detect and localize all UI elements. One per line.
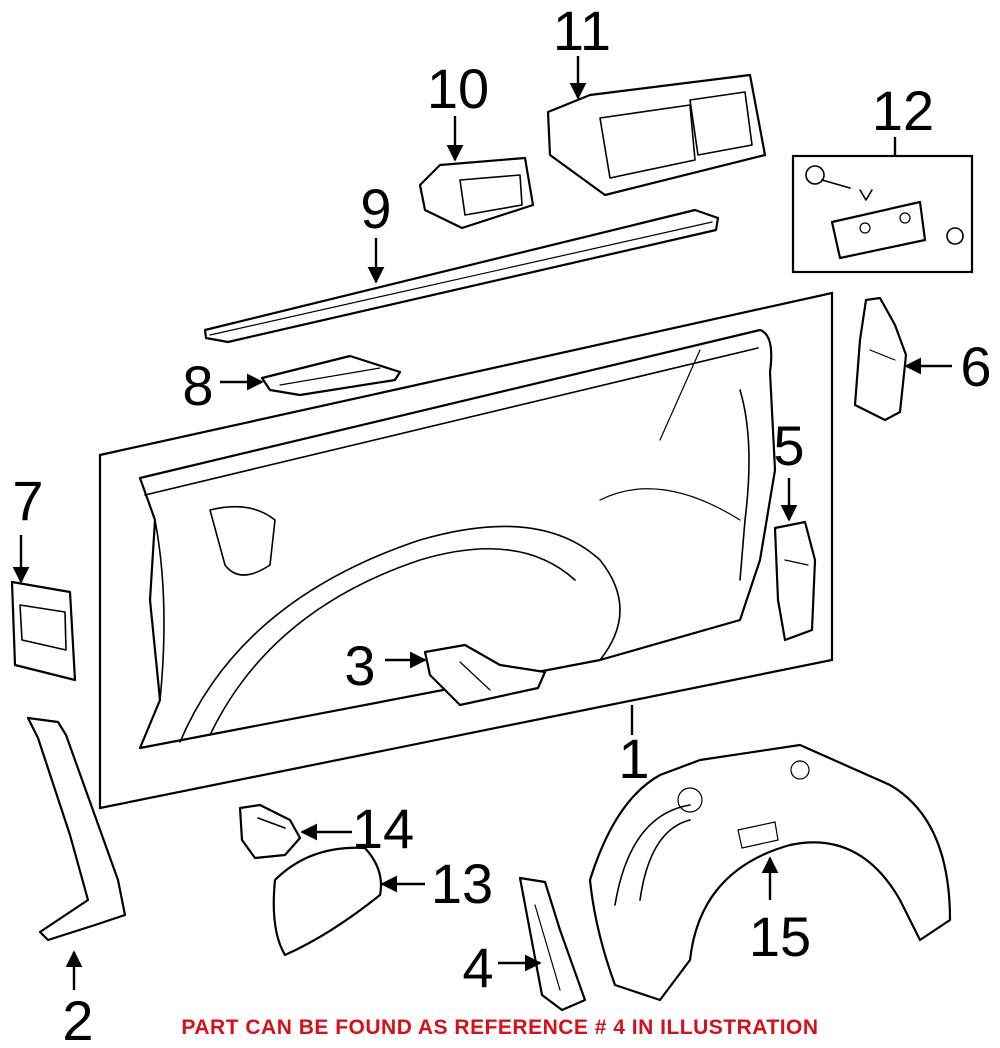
callout-10: 10 bbox=[427, 57, 489, 120]
part-1-bed-side-panel[interactable] bbox=[138, 328, 777, 750]
side-panel-frame bbox=[98, 291, 834, 810]
part-4-support[interactable] bbox=[518, 876, 587, 1012]
callout-8: 8 bbox=[182, 354, 213, 417]
callout-2: 2 bbox=[62, 989, 93, 1048]
callout-7: 7 bbox=[12, 469, 43, 532]
part-11-stake-pocket[interactable] bbox=[546, 73, 767, 197]
callout-12: 12 bbox=[872, 79, 934, 142]
part-9-top-rail[interactable] bbox=[203, 208, 720, 344]
part-10-stake-pocket[interactable] bbox=[418, 156, 535, 230]
callout-13: 13 bbox=[431, 852, 493, 915]
callout-5: 5 bbox=[773, 414, 804, 477]
part-14-assembly[interactable] bbox=[238, 803, 302, 860]
part-6-bracket[interactable] bbox=[853, 296, 908, 422]
part-15-wheelhouse-liner[interactable] bbox=[588, 743, 952, 1002]
part-13-fuel-door[interactable] bbox=[272, 846, 383, 957]
callout-14: 14 bbox=[352, 797, 414, 860]
callout-3: 3 bbox=[344, 634, 375, 697]
part-2-brace[interactable] bbox=[26, 716, 127, 942]
callout-1: 1 bbox=[618, 727, 649, 790]
part-8-bracket[interactable] bbox=[260, 354, 402, 397]
reference-note: PART CAN BE FOUND AS REFERENCE # 4 IN IL… bbox=[181, 1016, 819, 1039]
callout-15: 15 bbox=[749, 905, 811, 968]
callout-6: 6 bbox=[960, 335, 991, 398]
part-7-housing[interactable] bbox=[10, 580, 77, 682]
callout-4: 4 bbox=[462, 936, 493, 999]
part-5-reinforcement[interactable] bbox=[773, 520, 817, 642]
part-12-hardware-kit[interactable] bbox=[791, 154, 974, 274]
part-3-bracket[interactable] bbox=[423, 643, 547, 707]
callout-11: 11 bbox=[553, 0, 611, 62]
callout-9: 9 bbox=[360, 177, 391, 240]
